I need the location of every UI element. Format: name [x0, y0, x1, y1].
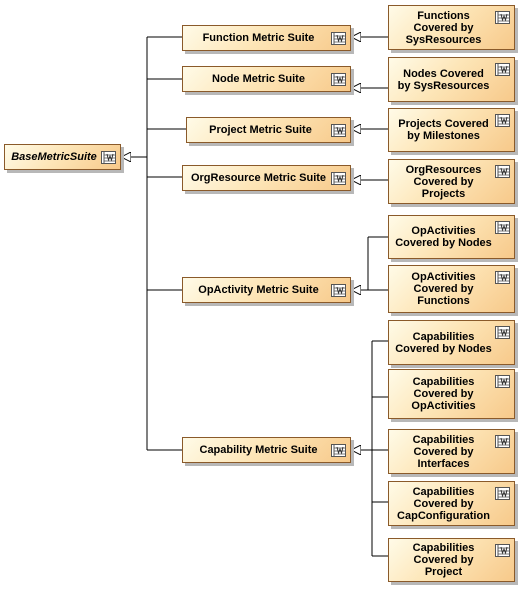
metric-suite-icon [495, 63, 510, 76]
suite-node-project[interactable]: Project Metric Suite [186, 117, 351, 143]
metric-suite-icon [331, 73, 346, 86]
metric-node-capabilities-by-opactivities[interactable]: Capabilities Covered by OpActivities [388, 369, 515, 419]
metric-node-projects-by-milestones[interactable]: Projects Covered by Milestones [388, 108, 515, 152]
suite-label-capability: Capability Metric Suite [199, 444, 318, 456]
suite-node-node[interactable]: Node Metric Suite [182, 66, 351, 92]
metric-suite-icon [331, 172, 346, 185]
base-metric-suite-node[interactable]: BaseMetricSuite [4, 144, 121, 170]
metric-node-orgresources-by-projects[interactable]: OrgResources Covered by Projects [388, 159, 515, 204]
metric-label: Capabilities Covered by Interfaces [412, 433, 475, 470]
suite-label-opactivity: OpActivity Metric Suite [198, 284, 319, 296]
metric-node-opactivities-by-functions[interactable]: OpActivities Covered by Functions [388, 265, 515, 313]
suite-label-function: Function Metric Suite [202, 32, 315, 44]
metric-node-capabilities-by-nodes[interactable]: Capabilities Covered by Nodes [388, 320, 515, 365]
metric-label: Capabilities Covered by CapConfiguration [397, 485, 490, 522]
metric-label: OpActivities Covered by Nodes [395, 225, 492, 249]
metric-suite-icon [495, 435, 510, 448]
metric-label: Capabilities Covered by Nodes [395, 330, 492, 355]
metric-label: Projects Covered by Milestones [398, 118, 489, 142]
suite-node-function[interactable]: Function Metric Suite [182, 25, 351, 51]
suite-node-capability[interactable]: Capability Metric Suite [182, 437, 351, 463]
metric-suite-icon [495, 487, 510, 500]
metric-node-capabilities-by-project[interactable]: Capabilities Covered by Project [388, 538, 515, 582]
metric-node-nodes-by-sysresources[interactable]: Nodes Covered by SysResources [388, 57, 515, 102]
metric-label: Capabilities Covered by OpActivities [411, 376, 476, 412]
metric-label: Nodes Covered by SysResources [397, 67, 490, 92]
metric-suite-icon [495, 221, 510, 234]
metric-suite-icon [495, 375, 510, 388]
metric-suite-icon [331, 284, 346, 297]
suite-label-node: Node Metric Suite [212, 73, 305, 85]
suite-label-project: Project Metric Suite [209, 124, 312, 136]
metric-node-capabilities-by-interfaces[interactable]: Capabilities Covered by Interfaces [388, 429, 515, 474]
metric-label: Functions Covered by SysResources [405, 9, 482, 46]
metric-suite-icon [495, 165, 510, 178]
metric-label: Capabilities Covered by Project [412, 542, 475, 578]
suite-label-orgresource: OrgResource Metric Suite [190, 172, 327, 184]
metric-node-opactivities-by-nodes[interactable]: OpActivities Covered by Nodes [388, 215, 515, 259]
metric-node-capabilities-by-capconfiguration[interactable]: Capabilities Covered by CapConfiguration [388, 481, 515, 526]
metric-suite-icon [495, 114, 510, 127]
suite-node-opactivity[interactable]: OpActivity Metric Suite [182, 277, 351, 303]
metric-suite-icon [495, 271, 510, 284]
metric-label: OpActivities Covered by Functions [411, 271, 476, 307]
metric-suite-icon [331, 32, 346, 45]
suite-node-orgresource[interactable]: OrgResource Metric Suite [182, 165, 351, 191]
metric-suite-icon [331, 124, 346, 137]
metric-suite-icon [101, 151, 116, 164]
metric-suite-icon [495, 326, 510, 339]
metric-suite-icon [495, 544, 510, 557]
metric-suite-icon [331, 444, 346, 457]
metric-suite-icon [495, 11, 510, 24]
metric-node-functions-by-sysresources[interactable]: Functions Covered by SysResources [388, 5, 515, 50]
metric-label: OrgResources Covered by Projects [405, 163, 482, 200]
base-metric-suite-label: BaseMetricSuite [11, 151, 97, 163]
